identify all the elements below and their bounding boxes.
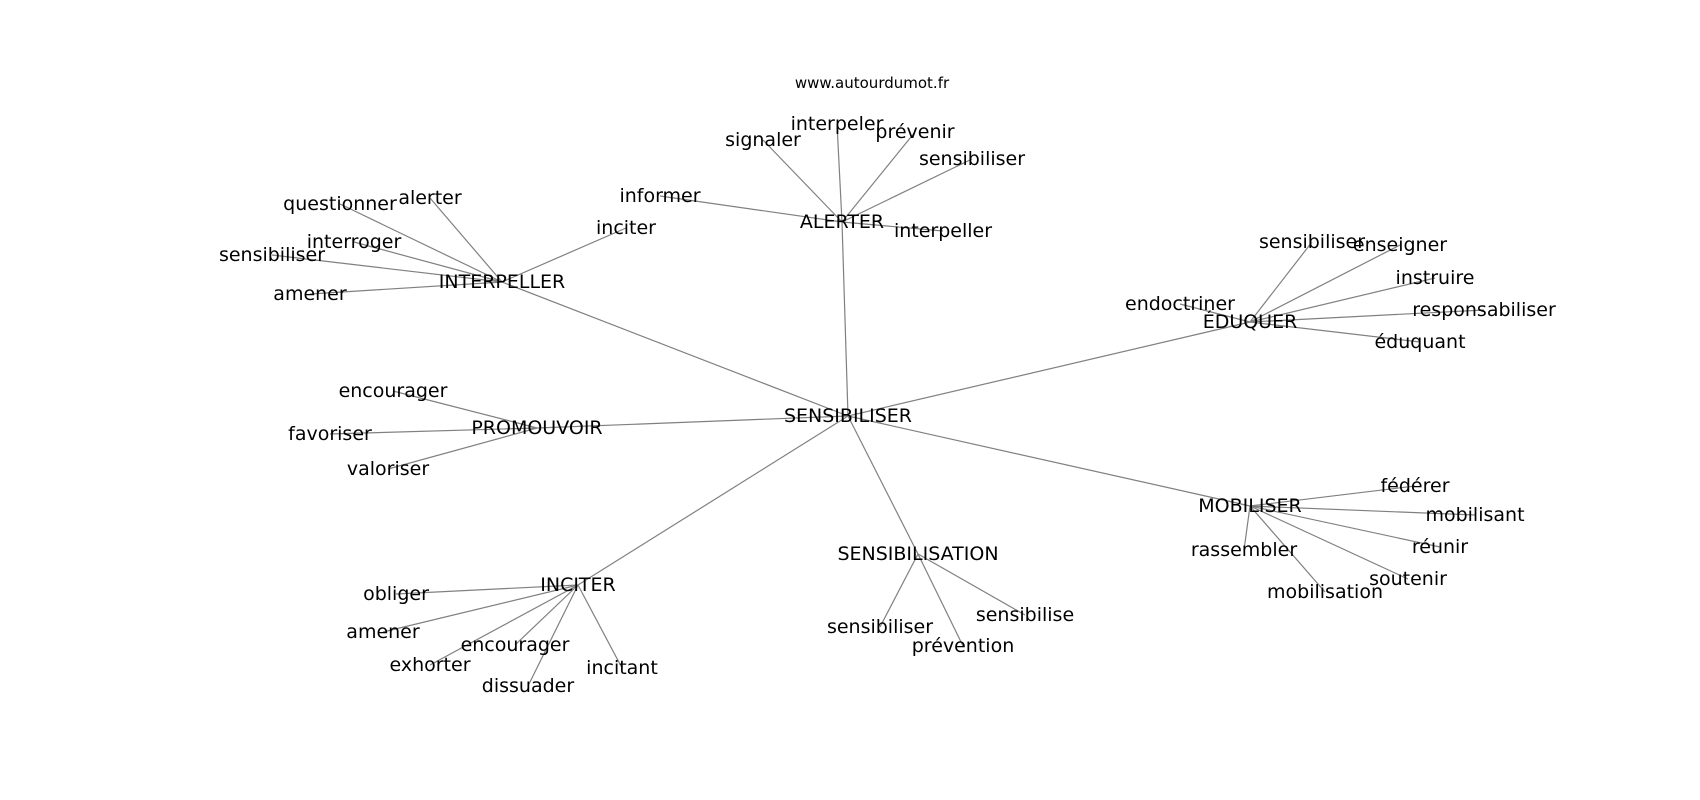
graph-labels: www.autourdumot.fr SENSIBILISER ALERTER in… [219,74,1556,697]
leaf-node[interactable]: obliger [363,583,429,605]
leaf-node[interactable]: responsabiliser [1412,299,1556,321]
leaf-edge [271,254,503,283]
leaf-node[interactable]: mobilisation [1267,581,1383,603]
root-edge [536,415,849,429]
leaf-node[interactable]: inciter [596,217,656,239]
leaf-edge [659,195,843,223]
leaf-node[interactable]: encourager [461,634,570,656]
leaf-edge [1249,505,1441,548]
leaf-node[interactable]: incitant [586,657,658,679]
leaf-edge [1249,505,1476,516]
leaf-edge [1249,241,1313,323]
leaf-node[interactable]: amener [273,283,347,305]
leaf-node[interactable]: soutenir [1369,568,1447,590]
leaf-edge [762,139,843,223]
leaf-edge [527,584,579,687]
hub-node[interactable]: ÉDUQUER [1203,310,1298,333]
leaf-edge [1249,244,1401,323]
leaf-edge [1249,505,1326,593]
leaf-edge [1249,277,1436,323]
leaf-edge [836,123,843,223]
leaf-node[interactable]: réunir [1412,536,1468,558]
leaf-node[interactable]: instruire [1396,267,1475,289]
leaf-node[interactable]: éduquant [1374,331,1465,353]
leaf-node[interactable]: encourager [339,380,448,402]
leaf-edge [329,427,538,435]
leaf-node[interactable]: exhorter [389,654,470,676]
leaf-edge [309,281,503,295]
leaf-edge [392,390,538,429]
root-edge [847,415,1251,507]
leaf-node[interactable]: rassembler [1191,539,1297,561]
leaf-node[interactable]: alerter [398,187,462,209]
leaf-node[interactable]: interroger [307,231,402,253]
leaf-node[interactable]: questionner [283,193,397,215]
leaf-node[interactable]: endoctriner [1125,293,1235,315]
root-edge [847,415,919,555]
hub-node[interactable]: MOBILISER [1198,495,1301,517]
hub-node[interactable]: ALERTER [800,211,884,233]
leaf-node[interactable]: interpeller [894,220,992,242]
leaf-edge [395,584,579,595]
leaf-node[interactable]: dissuader [482,675,575,697]
leaf-edge [382,584,579,633]
source-label[interactable]: www.autourdumot.fr [795,74,950,92]
root-edge [841,221,849,417]
leaf-edge [387,427,538,470]
leaf-node[interactable]: enseigner [1353,234,1447,256]
leaf-edge [1249,321,1421,343]
leaf-node[interactable]: valoriser [347,458,429,480]
leaf-node[interactable]: sensibiliser [219,244,325,266]
hub-node[interactable]: INTERPELLER [439,271,565,293]
leaf-edge [429,197,503,283]
hub-node[interactable]: PROMOUVOIR [471,417,602,439]
leaf-edge [501,227,627,283]
leaf-node[interactable]: fédérer [1380,475,1449,497]
leaf-edge [353,241,503,283]
leaf-node[interactable]: sensibiliser [919,148,1025,170]
leaf-edge [917,553,1026,616]
leaf-edge [514,584,579,646]
leaf-node[interactable]: sensibiliser [1259,231,1365,253]
leaf-node[interactable]: informer [619,185,700,207]
leaf-edge [1179,303,1251,323]
leaf-edge [1243,505,1251,551]
leaf-edge [917,553,964,647]
root-edge [501,281,849,417]
leaf-edge [429,584,579,666]
leaf-edge [841,131,916,223]
leaf-node[interactable]: prévention [912,635,1015,657]
leaf-edge [1249,485,1416,507]
root-edge [577,415,849,586]
leaf-node[interactable]: sensibilise [976,604,1074,626]
leaf-edge [841,158,973,223]
leaf-edge [879,553,919,628]
leaf-node[interactable]: prévenir [875,121,954,143]
root-edge [847,321,1251,417]
leaf-edge [841,221,944,232]
leaf-node[interactable]: interpeler [791,113,884,135]
leaf-node[interactable]: mobilisant [1425,504,1524,526]
graph-edges [271,123,1485,687]
hub-node[interactable]: SENSIBILISATION [837,543,998,565]
root-node[interactable]: SENSIBILISER [784,405,912,427]
leaf-edge [1249,309,1485,323]
leaf-node[interactable]: favoriser [288,423,372,445]
leaf-edge [339,203,503,283]
leaf-node[interactable]: sensibiliser [827,616,933,638]
leaf-node[interactable]: amener [346,621,420,643]
leaf-edge [577,584,623,669]
leaf-node[interactable]: signaler [725,129,801,151]
hub-node[interactable]: INCITER [540,574,616,596]
leaf-edge [1249,505,1409,580]
